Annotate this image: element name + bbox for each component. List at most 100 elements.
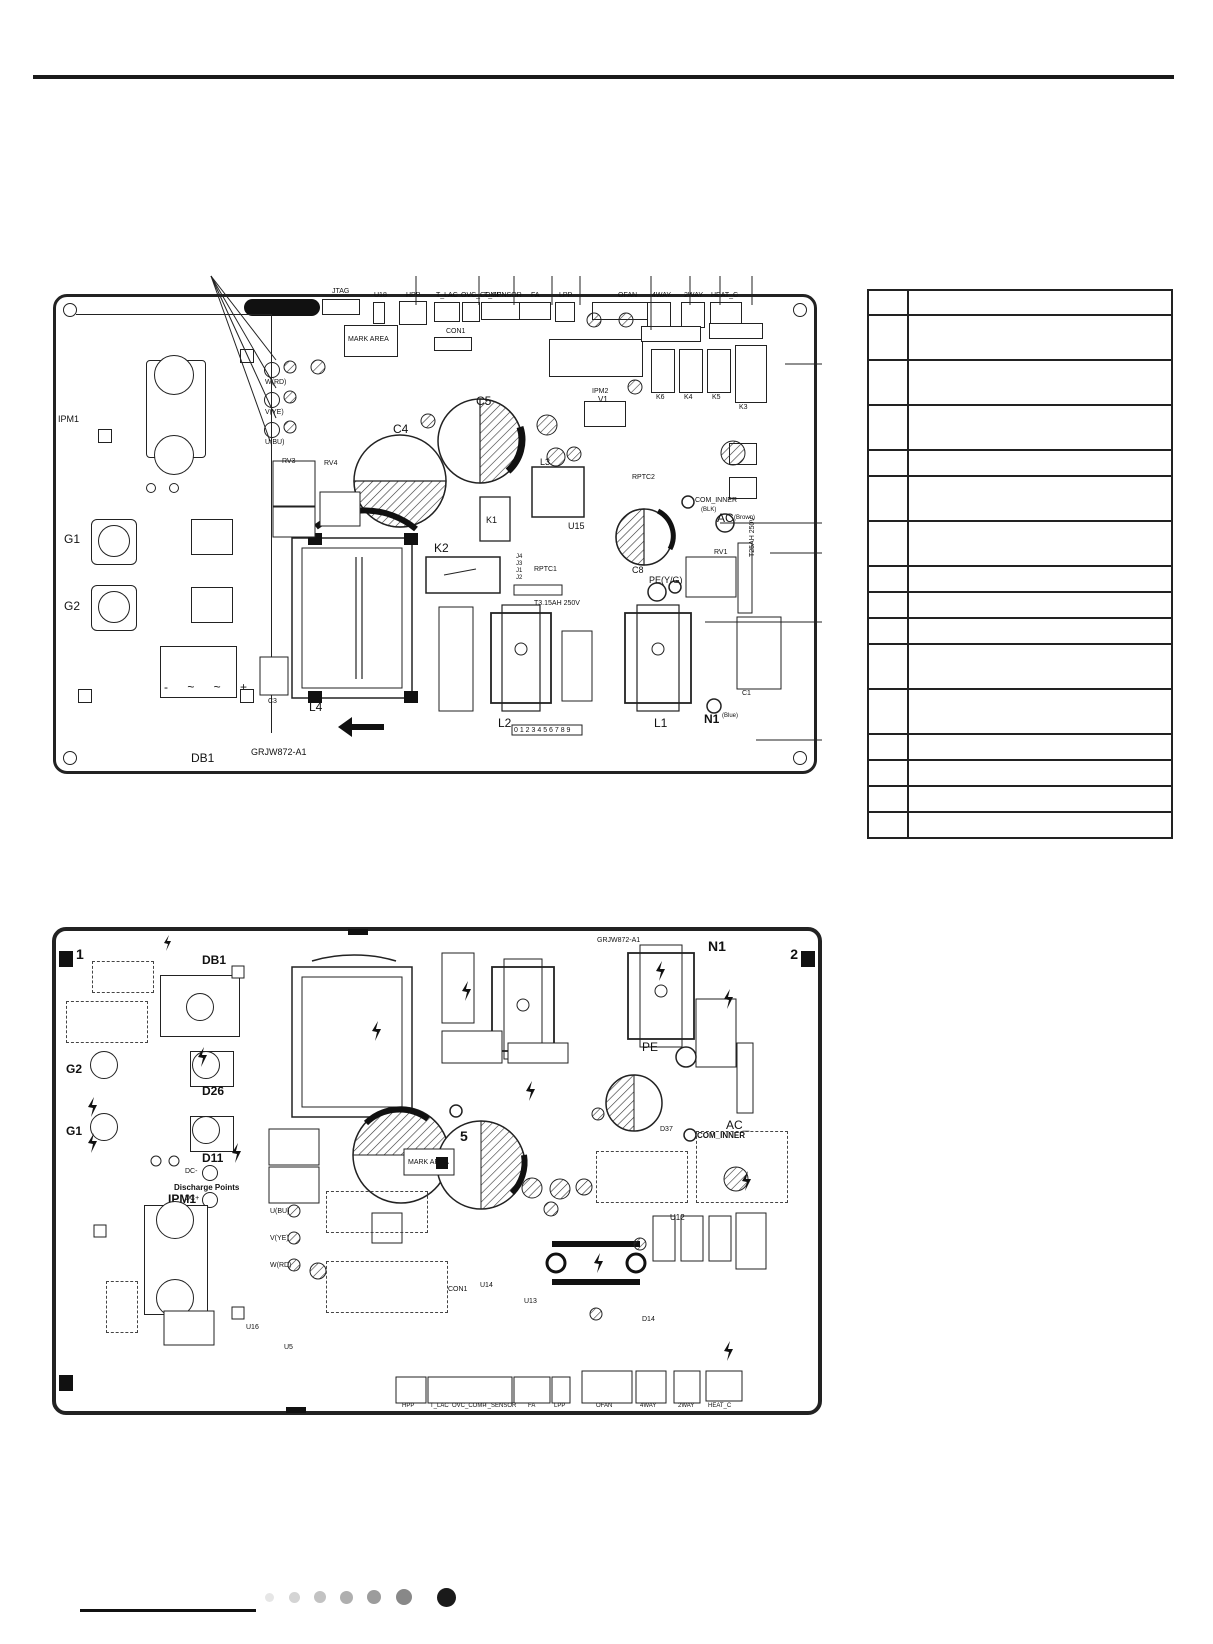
square-pad	[78, 689, 92, 703]
w-label: W(RD)	[270, 1262, 292, 1269]
mount-hole	[793, 303, 807, 317]
dc-minus-point	[202, 1165, 218, 1181]
legend-row	[867, 520, 1173, 567]
dc-plus-point	[202, 1192, 218, 1208]
pcb-bottom-view: 1 2 GRJW872-A1 DB1 G2 G1 D26 D11 DC- Dis…	[52, 927, 822, 1415]
pcb-top-view: IPM1 G1 G2 - ~ ~ + DB1 GRJW872-A1 W(RD) …	[53, 288, 817, 774]
legend-num	[867, 475, 909, 522]
via	[169, 483, 179, 493]
c5-label: C5	[476, 394, 492, 408]
mark-area-label: MARK AREA	[348, 336, 389, 343]
lpp-label: LPP	[559, 292, 573, 299]
square-pad	[98, 429, 112, 443]
k3-relay	[735, 345, 767, 403]
legend-row	[867, 811, 1173, 839]
resistor	[709, 323, 763, 339]
u15-label: U15	[568, 521, 585, 531]
g1-pad	[191, 519, 233, 555]
2way-label: 2WAY	[678, 1403, 695, 1409]
corner-pad	[59, 1375, 73, 1391]
g2-label: G2	[66, 1062, 83, 1076]
u-label: U(BU)	[265, 439, 285, 446]
c1-label: C1	[742, 690, 751, 697]
page-dot	[436, 1587, 456, 1607]
lpp-label: LPP	[554, 1403, 566, 1409]
d26-label: D26	[202, 1084, 225, 1098]
legend-num	[867, 733, 909, 761]
legend-row	[867, 565, 1173, 593]
d11-hole	[192, 1116, 220, 1144]
smd-cluster	[92, 961, 154, 993]
legend-row	[867, 688, 1173, 735]
v-label: V(YE)	[270, 1235, 289, 1242]
via	[146, 483, 156, 493]
legend-num	[867, 785, 909, 813]
ipm1-label: IPM1	[58, 414, 80, 424]
smd-cluster	[326, 1191, 428, 1233]
legend-num	[867, 404, 909, 451]
legend-num	[867, 359, 909, 406]
tsensor-label: T_SENSOR	[484, 1403, 517, 1409]
discharge-label: Discharge Points	[174, 1183, 240, 1192]
smd-cluster	[66, 1001, 148, 1043]
k4-relay	[679, 349, 703, 393]
u-label: U(BU)	[270, 1208, 290, 1215]
hpp-connector	[399, 301, 427, 325]
mark-area-box	[344, 325, 398, 357]
mount-hole	[63, 751, 77, 765]
footer-rule	[80, 1609, 256, 1612]
d26-hole	[192, 1051, 220, 1079]
bottom-components-svg	[88, 935, 767, 1404]
legend-row	[867, 314, 1173, 361]
page-dot	[339, 1590, 353, 1604]
ipm1-hole	[156, 1201, 194, 1239]
legend-desc	[907, 520, 1173, 567]
legend-row	[867, 591, 1173, 619]
legend-desc	[907, 591, 1173, 619]
ac-label: AC_	[726, 1118, 750, 1132]
ofan-label: OFAN	[618, 292, 638, 299]
db1-label: DB1	[191, 751, 215, 765]
legend-num	[867, 759, 909, 787]
corner-2-label: 2	[790, 946, 798, 962]
d11-label: D11	[202, 1151, 224, 1165]
fuse-label: T3.15AH 250V	[534, 600, 580, 607]
g1-hole	[98, 525, 130, 557]
jtag-connector	[322, 299, 360, 315]
g1-label: G1	[64, 532, 81, 546]
j3-label: J3	[516, 561, 523, 567]
legend-row	[867, 643, 1173, 690]
u16-label: U16	[246, 1324, 259, 1331]
ovccomp-connector	[462, 302, 480, 322]
capacitors-svg	[259, 312, 782, 737]
page-dot	[367, 1590, 381, 1604]
lpp-connector	[555, 302, 575, 322]
page-dot	[314, 1591, 326, 1603]
legend-desc	[907, 359, 1173, 406]
dc-minus-label: DC-	[185, 1168, 198, 1175]
com-inner-label: COM_INNER	[697, 1131, 746, 1140]
j4-label: J4	[516, 554, 523, 560]
pe-label: PE(Y/G)	[649, 575, 683, 585]
legend-num	[867, 520, 909, 567]
rectifier-hole	[186, 993, 214, 1021]
legend-desc	[907, 289, 1173, 316]
five-label: 5	[460, 1128, 468, 1144]
fa-label: FA	[531, 292, 540, 299]
fa-connector	[519, 302, 551, 320]
ipm2-module	[584, 401, 626, 427]
legend-num	[867, 688, 909, 735]
u12-label: U12	[670, 1213, 685, 1222]
g1-label: G1	[66, 1124, 83, 1138]
heatc-label: HEAT_C	[708, 1403, 732, 1409]
legend-row	[867, 785, 1173, 813]
legend-desc	[907, 759, 1173, 787]
legend-desc	[907, 404, 1173, 451]
rv3-label: RV3	[282, 458, 296, 465]
rptc1-label: RPTC1	[534, 566, 557, 573]
mark-area-label: MARK AREA	[408, 1159, 449, 1166]
mount-hole	[63, 303, 77, 317]
pe-label: PE	[642, 1040, 659, 1054]
g2-pad	[191, 587, 233, 623]
resistor	[641, 326, 701, 342]
